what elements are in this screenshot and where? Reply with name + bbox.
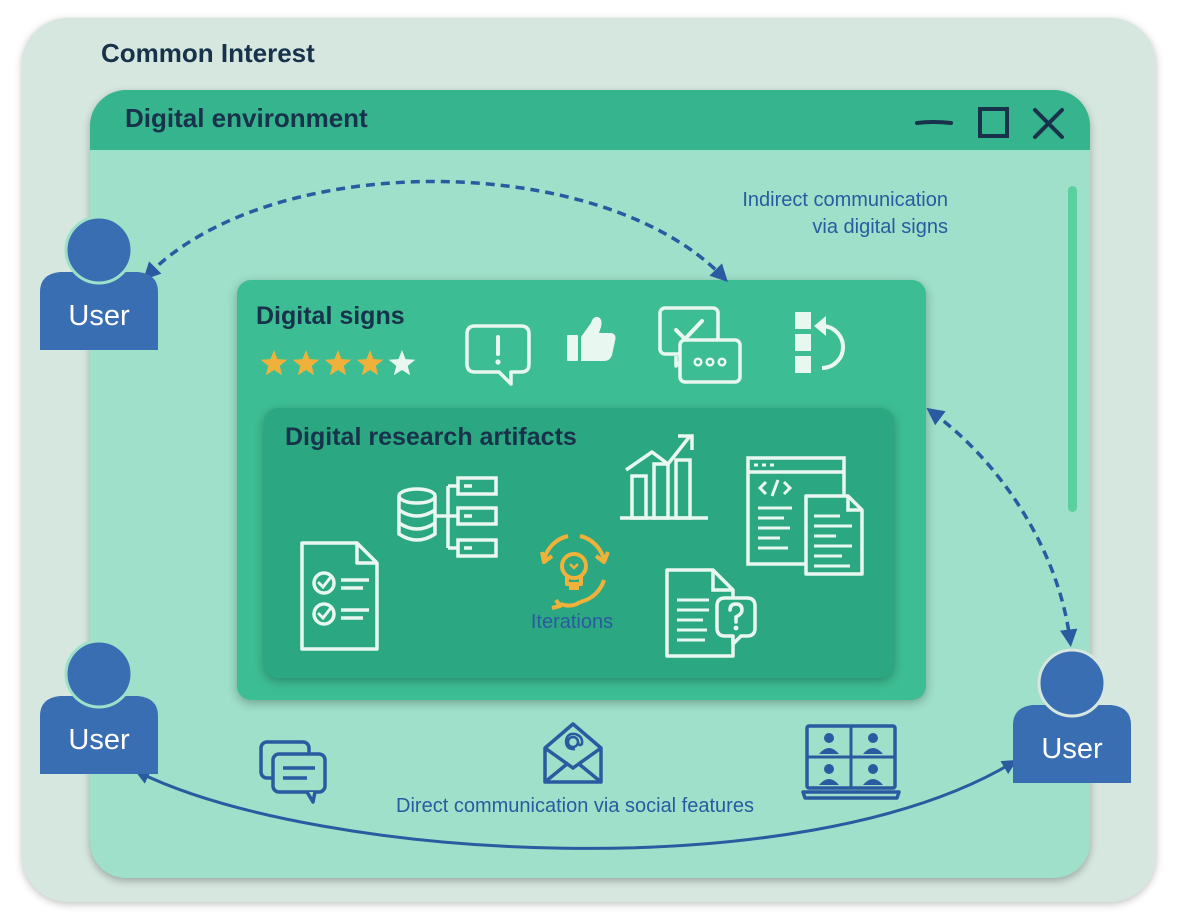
indirect-communication-line2: via digital signs bbox=[812, 216, 948, 238]
star-filled-icon bbox=[324, 350, 352, 376]
alert-speech-icon bbox=[465, 324, 531, 386]
user-label: User bbox=[68, 724, 130, 756]
checklist-document-icon bbox=[300, 541, 379, 651]
user-label: User bbox=[1041, 733, 1103, 765]
rating-stars bbox=[260, 350, 416, 376]
star-filled-icon bbox=[260, 350, 288, 376]
research-artifacts-panel bbox=[264, 408, 894, 678]
idea-cycle-icon bbox=[540, 534, 610, 610]
window-titlebar bbox=[90, 90, 1090, 150]
close-icon[interactable] bbox=[1031, 106, 1067, 142]
indirect-communication-line1: Indirect communication bbox=[742, 189, 948, 211]
code-document-icon bbox=[746, 456, 864, 576]
maximize-icon[interactable] bbox=[976, 105, 1012, 141]
user-icon bbox=[1013, 648, 1131, 783]
common-interest-title: Common Interest bbox=[101, 38, 315, 68]
user-icon bbox=[40, 215, 158, 350]
question-document-icon bbox=[665, 568, 757, 658]
email-icon bbox=[543, 722, 603, 784]
chat-bubbles-icon bbox=[259, 740, 327, 804]
star-empty-icon bbox=[388, 350, 416, 376]
review-chat-icon bbox=[658, 306, 742, 384]
thumbs-up-icon bbox=[567, 316, 616, 361]
growth-chart-icon bbox=[620, 434, 708, 520]
user-label: User bbox=[68, 300, 130, 332]
scrollbar[interactable] bbox=[1068, 186, 1077, 512]
minimize-icon[interactable] bbox=[913, 110, 955, 132]
indirect-communication-note: Indirect communication via digital signs bbox=[680, 187, 948, 241]
window-title: Digital environment bbox=[125, 103, 368, 133]
iterations-label: Iterations bbox=[530, 611, 614, 633]
database-hierarchy-icon bbox=[397, 476, 498, 558]
version-history-icon bbox=[795, 312, 845, 373]
direct-communication-note: Direct communication via social features bbox=[396, 795, 754, 817]
research-artifacts-title: Digital research artifacts bbox=[285, 423, 577, 451]
video-conference-icon bbox=[801, 724, 901, 800]
digital-signs-title: Digital signs bbox=[256, 302, 405, 330]
star-filled-icon bbox=[356, 350, 384, 376]
star-filled-icon bbox=[292, 350, 320, 376]
user-icon bbox=[40, 639, 158, 774]
